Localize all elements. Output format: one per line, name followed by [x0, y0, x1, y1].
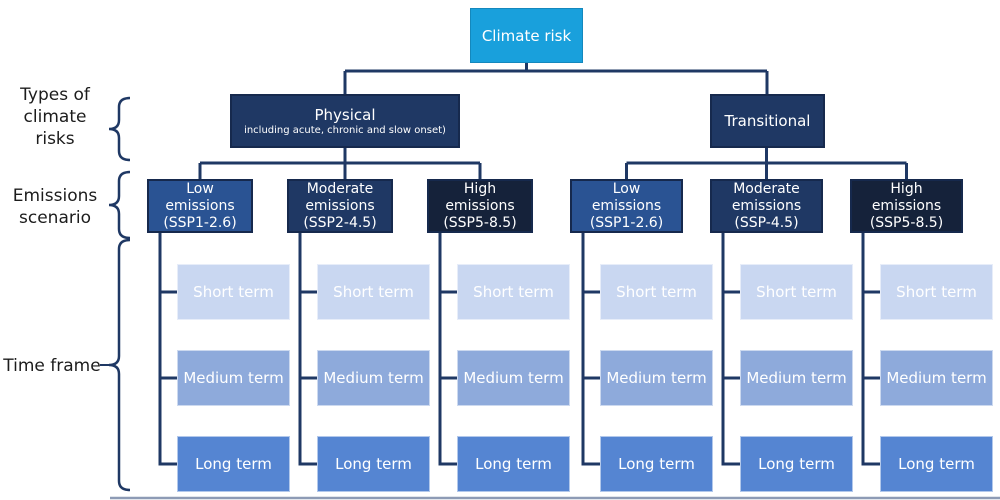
scenario-box-moderate-emissions-transitional: Moderate emissions (SSP-4.5)	[710, 179, 823, 233]
timeframe-row-brace	[108, 238, 131, 492]
branch-physical-label: Physical	[314, 105, 376, 124]
types-row-brace	[108, 96, 131, 162]
column-3-timeframe-connector	[438, 233, 457, 466]
timeframe-box-long-term: Long term	[177, 436, 290, 492]
timeframe-box-short-term: Short term	[177, 264, 290, 320]
timeframe-box-short-term: Short term	[600, 264, 713, 320]
scenario-box-low-emissions-transitional: Low emissions (SSP1-2.6)	[570, 179, 683, 233]
branch-box-physical: Physical including acute, chronic and sl…	[230, 94, 460, 148]
timeframe-box-long-term: Long term	[600, 436, 713, 492]
timeframe-box-long-term: Long term	[457, 436, 570, 492]
timeframe-box-long-term: Long term	[880, 436, 993, 492]
column-4-timeframe-connector	[581, 233, 600, 466]
branch-physical-subtitle: including acute, chronic and slow onset)	[244, 124, 446, 136]
root-box-climate-risk: Climate risk	[470, 8, 583, 63]
scenario-box-low-emissions-physical: Low emissions (SSP1-2.6)	[147, 179, 253, 233]
timeframe-box-medium-term: Medium term	[600, 350, 713, 406]
timeframe-box-medium-term: Medium term	[457, 350, 570, 406]
scenario-box-high-emissions-transitional: High emissions (SSP5-8.5)	[850, 179, 963, 233]
emissions-row-brace	[108, 170, 131, 240]
timeframe-box-short-term: Short term	[457, 264, 570, 320]
row-braces	[100, 96, 131, 492]
timeframe-box-medium-term: Medium term	[880, 350, 993, 406]
timeframe-box-medium-term: Medium term	[740, 350, 853, 406]
row-label-types-of-climate-risks: Types of climate risks	[20, 85, 90, 150]
branch-box-transitional: Transitional	[710, 94, 825, 148]
timeframe-box-short-term: Short term	[880, 264, 993, 320]
column-6-timeframe-connector	[861, 233, 880, 466]
timeframe-box-medium-term: Medium term	[317, 350, 430, 406]
row-label-emissions-scenario: Emissions scenario	[12, 186, 98, 229]
root-to-branches-connector	[343, 63, 769, 94]
branch-transitional-label: Transitional	[724, 112, 811, 130]
column-5-timeframe-connector	[721, 233, 740, 466]
column-2-timeframe-connector	[298, 233, 317, 466]
scenario-box-high-emissions-physical: High emissions (SSP5-8.5)	[427, 179, 533, 233]
transitional-to-scenarios-connector	[625, 148, 908, 179]
timeframe-box-short-term: Short term	[317, 264, 430, 320]
tree-connectors	[158, 63, 908, 466]
timeframe-box-long-term: Long term	[740, 436, 853, 492]
timeframe-box-medium-term: Medium term	[177, 350, 290, 406]
scenario-box-moderate-emissions-physical: Moderate emissions (SSP2-4.5)	[287, 179, 393, 233]
timeframe-box-short-term: Short term	[740, 264, 853, 320]
row-label-time-frame: Time frame	[3, 356, 101, 376]
timeframe-box-long-term: Long term	[317, 436, 430, 492]
column-1-timeframe-connector	[158, 233, 177, 466]
physical-to-scenarios-connector	[198, 148, 482, 179]
